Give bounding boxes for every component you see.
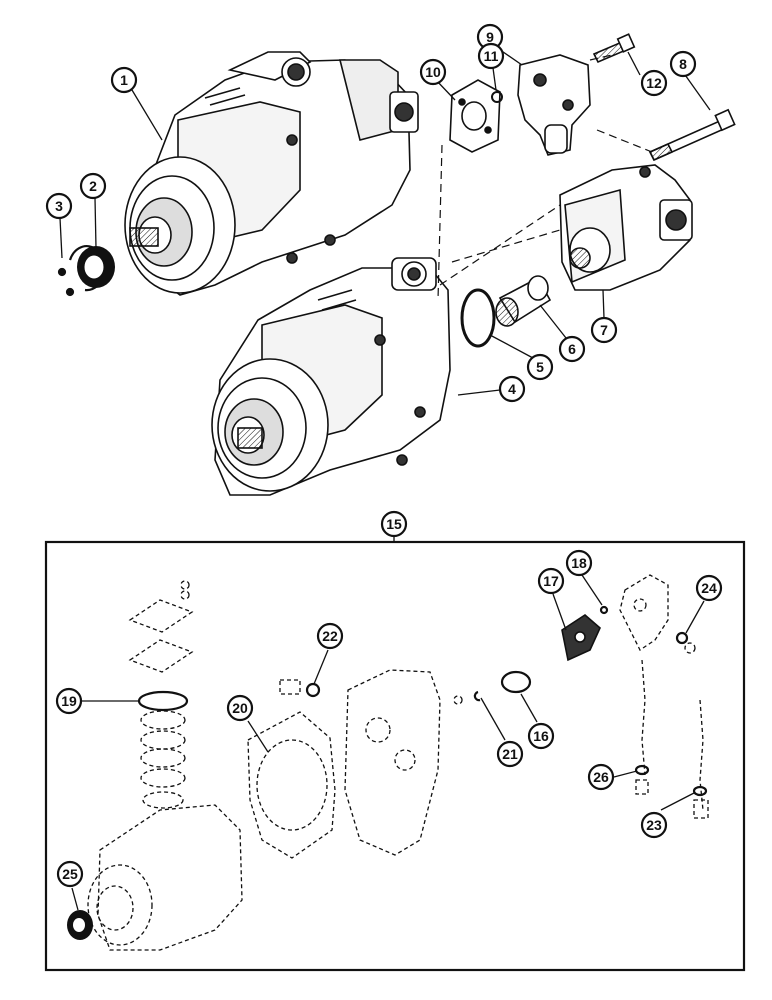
callout-2: 2 <box>79 172 107 200</box>
callout-18: 18 <box>565 549 593 577</box>
callout-24-label: 24 <box>701 580 717 596</box>
snap-ring-21 <box>473 690 481 702</box>
callout-25: 25 <box>56 860 84 888</box>
callout-1: 1 <box>110 66 138 94</box>
callout-21-label: 21 <box>502 746 518 762</box>
callout-21: 21 <box>496 740 524 768</box>
coupler-6 <box>495 275 552 327</box>
leader-lines-lower <box>71 574 705 911</box>
callout-10-label: 10 <box>425 64 441 80</box>
callout-12-label: 12 <box>646 75 662 91</box>
callout-17-label: 17 <box>543 573 559 589</box>
callout-16-label: 16 <box>533 728 549 744</box>
o-ring-22 <box>305 682 321 698</box>
o-ring-23 <box>692 785 708 797</box>
callout-2-label: 2 <box>89 178 97 194</box>
callout-11: 11 <box>477 42 505 70</box>
callout-26-label: 26 <box>593 769 609 785</box>
cover-plate-17 <box>561 614 601 662</box>
callout-11-label: 11 <box>484 48 499 64</box>
callout-24: 24 <box>695 574 723 602</box>
o-ring-18 <box>599 605 609 615</box>
leader-lines-upper <box>59 44 711 396</box>
kit-dashed-parts <box>87 574 709 951</box>
callout-6: 6 <box>558 335 586 363</box>
callout-26: 26 <box>587 763 615 791</box>
callout-7-label: 7 <box>600 322 608 338</box>
valve-block-9 <box>517 54 591 156</box>
callout-9-label: 9 <box>486 29 494 45</box>
callout-16: 16 <box>527 722 555 750</box>
callout-22-label: 22 <box>322 628 338 644</box>
callout-17: 17 <box>537 567 565 595</box>
callout-5-label: 5 <box>536 359 544 375</box>
callout-12: 12 <box>640 69 668 97</box>
callout-15-label: 15 <box>386 516 402 532</box>
shaft-seal-25 <box>67 910 93 940</box>
callout-23-label: 23 <box>646 817 662 833</box>
o-ring-24 <box>675 631 689 645</box>
callout-18-label: 18 <box>571 555 587 571</box>
callout-8-label: 8 <box>679 56 687 72</box>
callout-7: 7 <box>590 316 618 344</box>
callout-19: 19 <box>55 687 83 715</box>
o-ring-5 <box>460 288 496 348</box>
callout-22: 22 <box>316 622 344 650</box>
screw-12 <box>592 33 636 64</box>
long-bolt-8 <box>648 108 736 162</box>
pump-assembly-1 <box>124 51 419 296</box>
gasket-10 <box>449 79 501 153</box>
callout-19-label: 19 <box>61 693 77 709</box>
kit-solid-parts <box>137 605 708 797</box>
callout-20: 20 <box>226 694 254 722</box>
callout-5: 5 <box>526 353 554 381</box>
seal-kit-frame <box>44 540 746 972</box>
callout-4-label: 4 <box>508 381 516 397</box>
callout-4: 4 <box>498 375 526 403</box>
callout-1-label: 1 <box>120 72 128 88</box>
callout-3-label: 3 <box>55 198 63 214</box>
callout-20-label: 20 <box>232 700 248 716</box>
callout-15: 15 <box>380 510 408 538</box>
shaft-seal-2 <box>77 246 115 288</box>
alignment-lines-upper <box>437 54 653 301</box>
callouts: 1 2 3 4 5 6 7 8 9 10 11 12 15 16 17 18 1… <box>45 23 723 888</box>
callout-6-label: 6 <box>568 341 576 357</box>
callout-23: 23 <box>640 811 668 839</box>
callout-25-label: 25 <box>62 866 78 882</box>
o-ring-16 <box>500 670 532 694</box>
pump-assembly-4 <box>211 257 451 496</box>
o-ring-19 <box>137 690 189 712</box>
callout-3: 3 <box>45 192 73 220</box>
o-ring-11 <box>491 91 503 103</box>
o-ring-26 <box>634 764 650 776</box>
callout-8: 8 <box>669 50 697 78</box>
callout-10: 10 <box>419 58 447 86</box>
gear-pump-7 <box>559 164 693 291</box>
